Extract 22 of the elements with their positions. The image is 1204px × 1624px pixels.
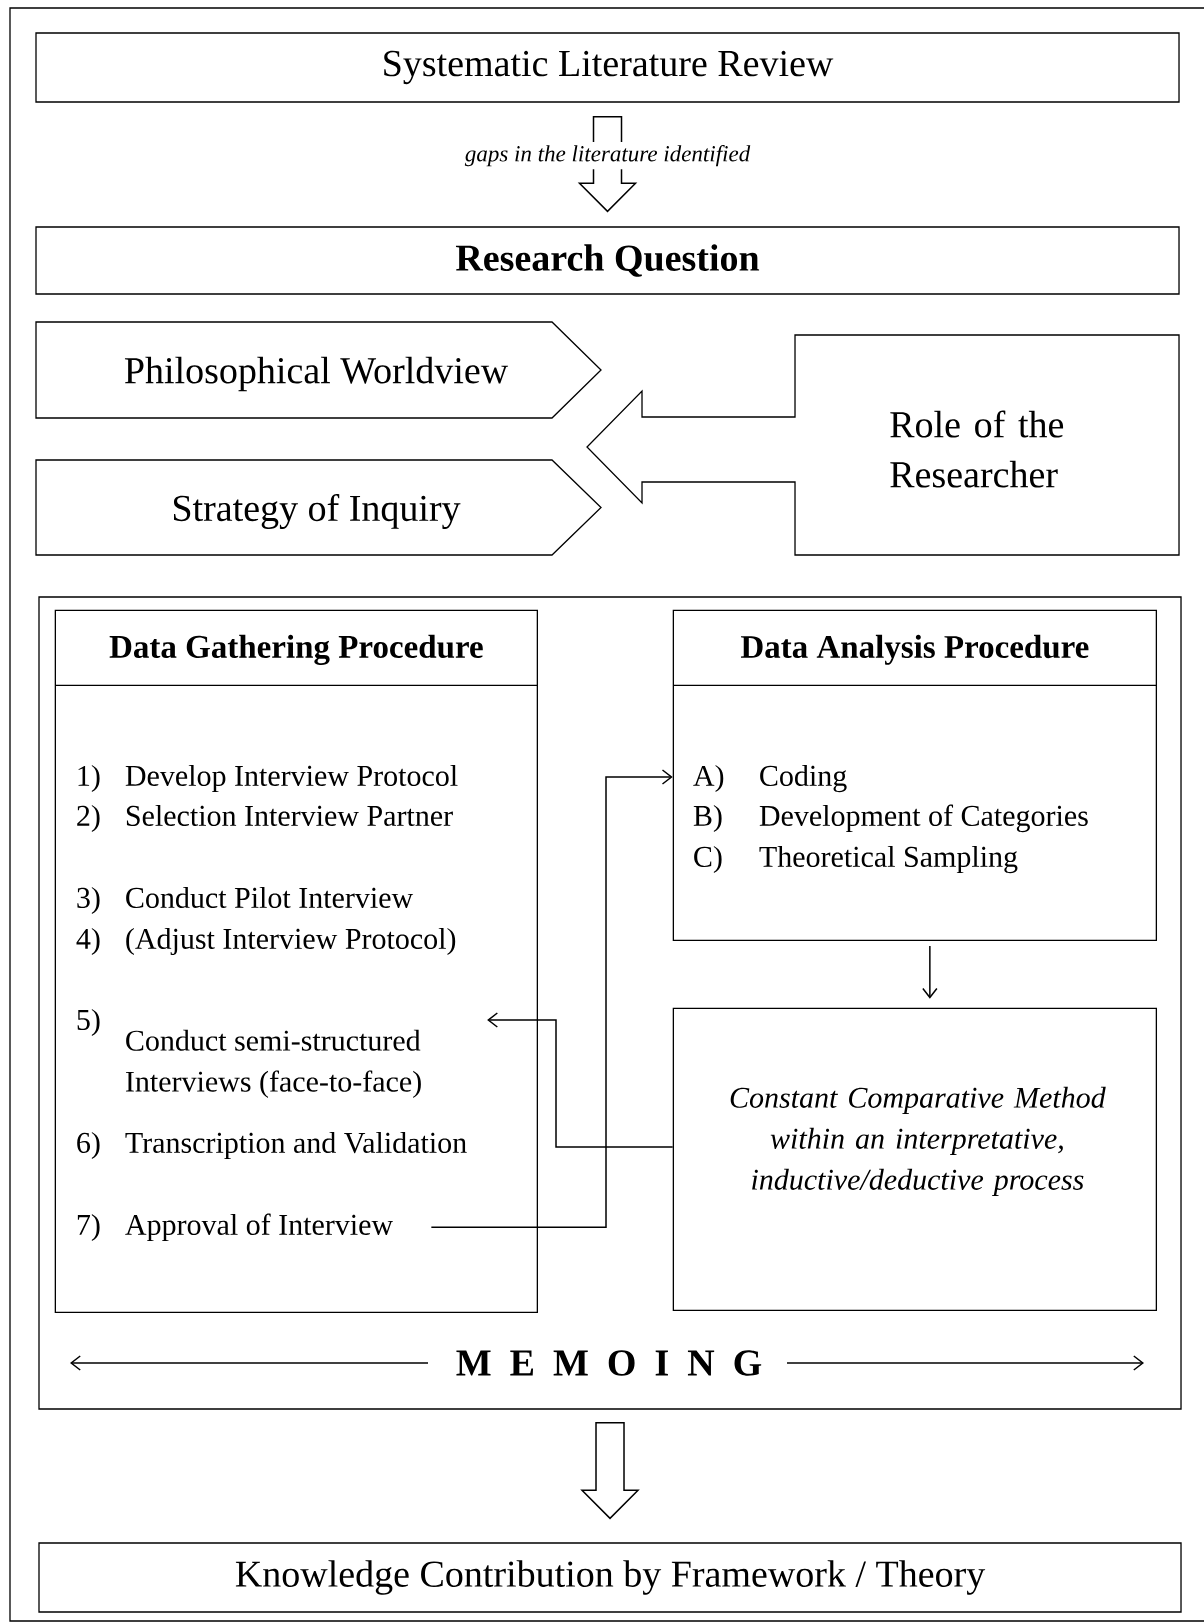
- pentagon-box: Strategy of Inquiry: [35, 459, 602, 556]
- edge-label: gaps in the literature identified: [461, 142, 754, 170]
- arrow: [487, 1012, 674, 1148]
- process-box: Knowledge Contribution by Framework / Theory: [38, 1542, 1182, 1613]
- list-item: 6) Transcription and Validation: [77, 1131, 467, 1160]
- process-box: Research Question: [35, 226, 1180, 295]
- process-box: Systematic Literature Review: [35, 32, 1180, 103]
- list-item: 7) Approval of Interview: [77, 1213, 393, 1242]
- arrow: [922, 945, 938, 999]
- arrow: [430, 769, 673, 1229]
- list-item: 1) Develop Interview Protocol: [78, 764, 458, 793]
- list-item: A) Coding: [693, 764, 847, 793]
- list-item: C) Theoretical Sampling: [694, 845, 1018, 874]
- list-item: 4) (Adjust Interview Protocol): [76, 927, 456, 956]
- callout-box: Role of the Researcher: [586, 334, 1180, 556]
- list-item: 2) Selection Interview Partner: [77, 804, 453, 833]
- pentagon-box: Philosophical Worldview: [35, 321, 602, 419]
- list-item: 5) Conduct semi-structured Interviews (face-to-face): [77, 1008, 421, 1098]
- list-item: B) Development of Categories: [693, 804, 1088, 833]
- text-box: Constant Comparative Method within an interpretative, inductive/deductive process: [672, 1007, 1157, 1311]
- list-item: 3) Conduct Pilot Interview: [77, 886, 414, 915]
- block-arrow: [580, 1421, 640, 1520]
